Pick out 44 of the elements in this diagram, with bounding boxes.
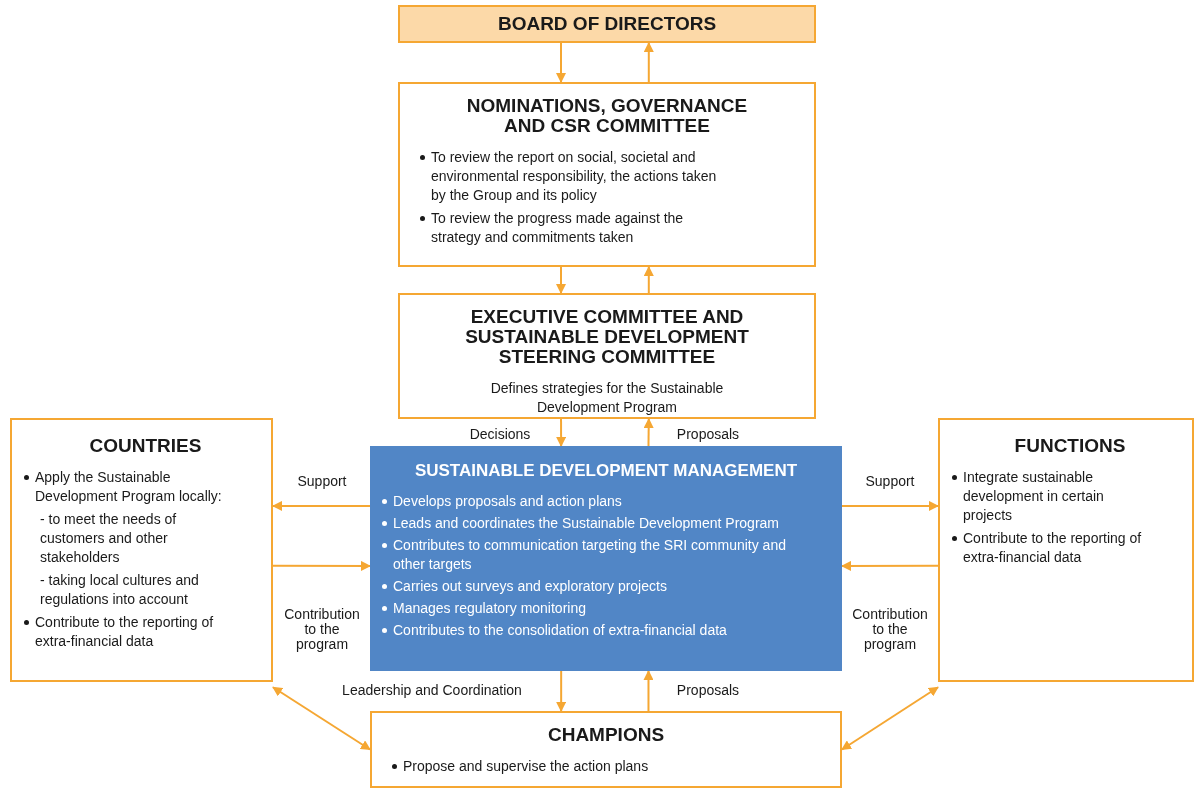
arrow: [841, 500, 939, 511]
arrow: [272, 560, 371, 571]
committee-box: [398, 293, 816, 419]
box-heading: FUNCTIONS: [1013, 436, 1127, 456]
arrow: [556, 418, 567, 447]
arrow: [272, 686, 371, 751]
arrow: [556, 670, 567, 712]
box-heading: COUNTRIES: [88, 436, 203, 456]
box-heading: BOARD OF DIRECTORS: [497, 11, 717, 36]
arrow: [841, 560, 939, 571]
arrow: [556, 266, 566, 294]
box-heading: NOMINATIONS, GOVERNANCE AND CSR COMMITTEE: [465, 96, 749, 136]
box-heading: CHAMPIONS: [546, 725, 666, 745]
sub-item-text: - taking local cultures and regulations into account: [39, 571, 200, 609]
bullet-item: Leads and coordinates the Sustainable Development Program: [382, 513, 830, 533]
arrow: [643, 418, 654, 447]
bullet-item: Apply the Sustainable Development Program locally:: [24, 468, 267, 506]
arrow: [643, 670, 654, 712]
bullet-item: Contributes to the consolidation of extra-financial data: [382, 620, 830, 640]
description-text: Defines strategies for the Sustainable Development Program: [489, 379, 725, 417]
side-box: [938, 418, 1194, 682]
bullet-item: Contribute to the reporting of extra-financial data: [24, 613, 267, 651]
box-heading: SUSTAINABLE DEVELOPMENT MANAGEMENT: [413, 460, 799, 482]
bullet-item: Integrate sustainable development in certain projects: [952, 468, 1188, 525]
management-box: [370, 446, 842, 671]
arrow: [841, 686, 939, 751]
arrow: [643, 266, 654, 294]
box-heading: EXECUTIVE COMMITTEE AND SUSTAINABLE DEVELOPMENT STEERING COMMITTEE: [464, 307, 750, 367]
sub-item-text: - to meet the needs of customers and other stakeholders: [39, 510, 178, 567]
arrow: [643, 42, 654, 83]
bullet-item: Propose and supervise the action plans: [392, 757, 820, 776]
arrow: [556, 42, 566, 83]
arrow: [272, 500, 371, 511]
bullet-item: To review the progress made against the strategy and commitments taken: [420, 209, 794, 247]
bullet-item: Contributes to communication targeting the SRI community and other targets: [382, 535, 830, 574]
bullet-item: To review the report on social, societal and environmental responsibility, the actions taken by the Group and its policy: [420, 148, 794, 205]
side-box: [10, 418, 273, 682]
bullet-item: Contribute to the reporting of extra-financial data: [952, 529, 1188, 567]
committee-box: [398, 82, 816, 267]
bullet-item: Develops proposals and action plans: [382, 491, 830, 511]
bullet-item: Manages regulatory monitoring: [382, 598, 830, 618]
bullet-item: Carries out surveys and exploratory projects: [382, 576, 830, 596]
champions-box: [370, 711, 842, 788]
board-box: [398, 5, 816, 43]
